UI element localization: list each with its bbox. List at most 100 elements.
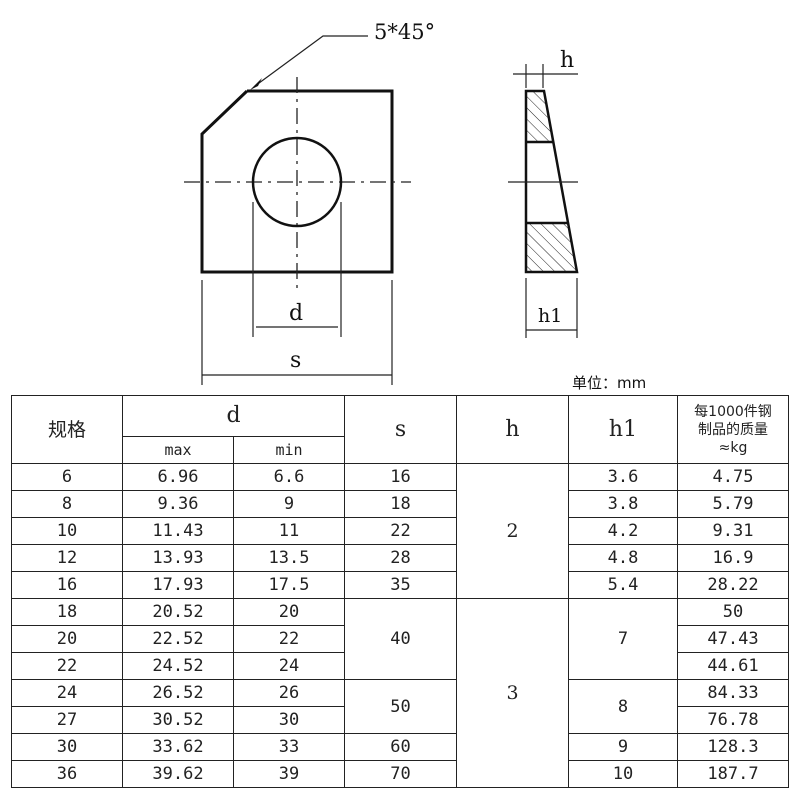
cell-d-min: 26	[233, 679, 345, 707]
square-taper-washer-drawing	[184, 35, 579, 385]
cell-s: 22	[344, 517, 457, 545]
header-mass: 每1000件钢 制品的质量 ≈kg	[677, 395, 789, 464]
header-mass-line1: 每1000件钢	[694, 403, 772, 420]
cell-mass: 16.9	[677, 544, 789, 572]
cell-s: 28	[344, 544, 457, 572]
cell-mass: 5.79	[677, 490, 789, 518]
cell-h1: 5.4	[568, 571, 678, 599]
technical-drawing: 5*45° d s h h1	[0, 0, 800, 390]
cell-spec: 20	[11, 625, 123, 653]
cell-spec: 12	[11, 544, 123, 572]
front-view	[184, 35, 411, 385]
cell-mass: 28.22	[677, 571, 789, 599]
cell-s: 50	[344, 679, 457, 734]
cell-d-min: 33	[233, 733, 345, 761]
cell-spec: 6	[11, 463, 123, 491]
table-row: 18 20.52 20 40 3 7 50	[11, 598, 789, 788]
cell-h: 2	[456, 463, 569, 599]
cell-spec: 36	[11, 760, 123, 788]
cell-h: 3	[456, 598, 569, 788]
header-spec: 规格	[11, 395, 123, 464]
cell-mass: 76.78	[677, 706, 789, 734]
cell-spec: 16	[11, 571, 123, 599]
cell-mass: 128.3	[677, 733, 789, 761]
cell-d-min: 17.5	[233, 571, 345, 599]
cell-mass: 9.31	[677, 517, 789, 545]
cell-h1: 10	[568, 760, 678, 788]
cell-h1: 3.6	[568, 463, 678, 491]
cell-mass: 44.61	[677, 652, 789, 680]
cell-d-min: 24	[233, 652, 345, 680]
cell-d-max: 9.36	[122, 490, 234, 518]
header-s: s	[344, 395, 457, 464]
cell-d-max: 6.96	[122, 463, 234, 491]
cell-d-max: 20.52	[122, 598, 234, 626]
cell-mass: 47.43	[677, 625, 789, 653]
cell-h1: 8	[568, 679, 678, 734]
cell-d-max: 13.93	[122, 544, 234, 572]
header-h: h	[456, 395, 569, 464]
cell-s: 35	[344, 571, 457, 599]
cell-s: 70	[344, 760, 457, 788]
cell-spec: 30	[11, 733, 123, 761]
table-row: 6 6.96 6.6 16 2 3.6 4.75	[11, 463, 789, 599]
cell-s: 18	[344, 490, 457, 518]
cell-h1: 7	[568, 598, 678, 680]
cell-d-min: 9	[233, 490, 345, 518]
table-row: 12 13.93 13.5 28 4.8 16.9	[11, 544, 789, 572]
header-d-min: min	[233, 436, 345, 464]
cell-d-min: 30	[233, 706, 345, 734]
header-d: d	[122, 395, 345, 437]
cell-spec: 10	[11, 517, 123, 545]
cell-d-max: 22.52	[122, 625, 234, 653]
cell-s: 16	[344, 463, 457, 491]
cell-d-max: 39.62	[122, 760, 234, 788]
side-view	[508, 64, 579, 338]
chamfer-label: 5*45°	[374, 20, 436, 44]
cell-d-min: 11	[233, 517, 345, 545]
cell-d-min: 20	[233, 598, 345, 626]
cell-d-max: 11.43	[122, 517, 234, 545]
table-row: 8 9.36 9 18 3.8 5.79	[11, 490, 789, 518]
table-row: 36 39.62 39 70 10 187.7	[11, 760, 789, 788]
cell-h1: 3.8	[568, 490, 678, 518]
cell-s: 60	[344, 733, 457, 761]
cell-mass: 4.75	[677, 463, 789, 491]
table-row: 24 26.52 26 50 8 84.33	[11, 679, 789, 734]
cell-spec: 22	[11, 652, 123, 680]
cell-mass: 84.33	[677, 679, 789, 707]
header-mass-line2: 制品的质量	[698, 421, 768, 438]
cell-d-max: 33.62	[122, 733, 234, 761]
cell-spec: 27	[11, 706, 123, 734]
cell-spec: 8	[11, 490, 123, 518]
header-h1: h1	[568, 395, 678, 464]
cell-spec: 18	[11, 598, 123, 626]
spec-table: 规格 d s h h1 每1000件钢 制品的质量 ≈kg max min 6 …	[11, 395, 789, 788]
dim-s-label: s	[290, 348, 302, 373]
cell-h1: 9	[568, 733, 678, 761]
dim-h1-label: h1	[538, 305, 563, 327]
cell-mass: 187.7	[677, 760, 789, 788]
cell-h1: 4.2	[568, 517, 678, 545]
table-header-row: 规格 d s h h1 每1000件钢 制品的质量 ≈kg	[11, 395, 789, 464]
cell-s: 40	[344, 598, 457, 680]
cell-d-max: 24.52	[122, 652, 234, 680]
cell-mass: 50	[677, 598, 789, 626]
header-mass-line3: ≈kg	[718, 439, 748, 456]
dim-h-label: h	[560, 48, 575, 73]
cell-d-min: 22	[233, 625, 345, 653]
cell-d-max: 26.52	[122, 679, 234, 707]
cell-d-min: 13.5	[233, 544, 345, 572]
dim-d-label: d	[289, 301, 304, 326]
header-d-max: max	[122, 436, 234, 464]
cell-d-min: 6.6	[233, 463, 345, 491]
cell-h1: 4.8	[568, 544, 678, 572]
table-row: 16 17.93 17.5 35 5.4 28.22	[11, 571, 789, 599]
unit-label: 单位：mm	[572, 374, 647, 392]
cell-d-max: 17.93	[122, 571, 234, 599]
cell-d-min: 39	[233, 760, 345, 788]
cell-spec: 24	[11, 679, 123, 707]
table-row: 22 24.52 24 44.61	[11, 652, 789, 680]
table-row: 10 11.43 11 22 4.2 9.31	[11, 517, 789, 545]
cell-d-max: 30.52	[122, 706, 234, 734]
